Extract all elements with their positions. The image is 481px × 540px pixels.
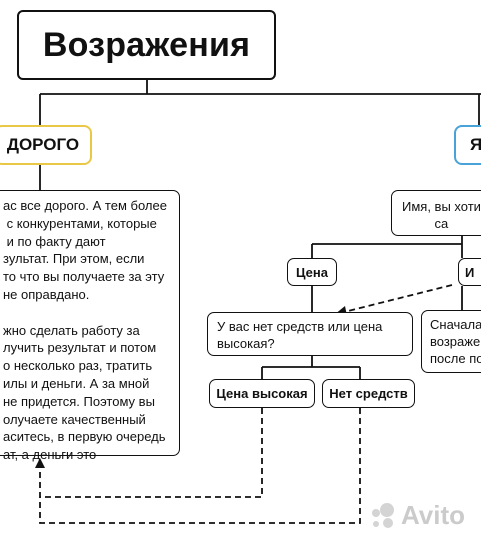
title-box: Возражения (17, 10, 276, 80)
avito-watermark-text: Avito (401, 500, 466, 530)
dashed-net-sredstv-loop (39, 408, 361, 524)
right-question-text: Имя, вы хоти са (402, 199, 481, 231)
node-i: И (458, 258, 481, 286)
node-cena-vysokaya: Цена высокая (209, 379, 315, 408)
diagram-title: Возражения (42, 25, 251, 64)
node-net-sredstv: Нет средств (322, 379, 415, 408)
avito-watermark: Avito (368, 500, 465, 531)
dashed-cena-vysokaya-loop (39, 408, 263, 498)
node-cena-label: Цена (296, 264, 328, 280)
tag-right: Я (454, 125, 481, 165)
node-cena-vysokaya-label: Цена высокая (216, 386, 308, 401)
tag-dorogo: ДОРОГО (0, 125, 92, 165)
question-text: У вас нет средств или цена высокая? (217, 319, 383, 351)
node-net-sredstv-label: Нет средств (329, 386, 408, 401)
snachala-box: Сначала возраже после по (421, 310, 481, 373)
dashed-i-to-question (339, 284, 453, 314)
left-answer-text: ас все дорого. А тем более с конкурентам… (3, 198, 167, 463)
tag-right-label: Я (470, 135, 481, 154)
left-answer-box: ас все дорого. А тем более с конкурентам… (0, 190, 180, 462)
snachala-text: Сначала возраже после по (430, 317, 481, 366)
arrowhead-left-text (35, 458, 45, 468)
tag-dorogo-label: ДОРОГО (6, 135, 80, 154)
node-i-label: И (465, 264, 475, 280)
question-box: У вас нет средств или цена высокая? (207, 312, 413, 356)
node-cena: Цена (287, 258, 337, 286)
right-question-box: Имя, вы хоти са (391, 190, 481, 236)
avito-logo-icon (372, 502, 394, 528)
